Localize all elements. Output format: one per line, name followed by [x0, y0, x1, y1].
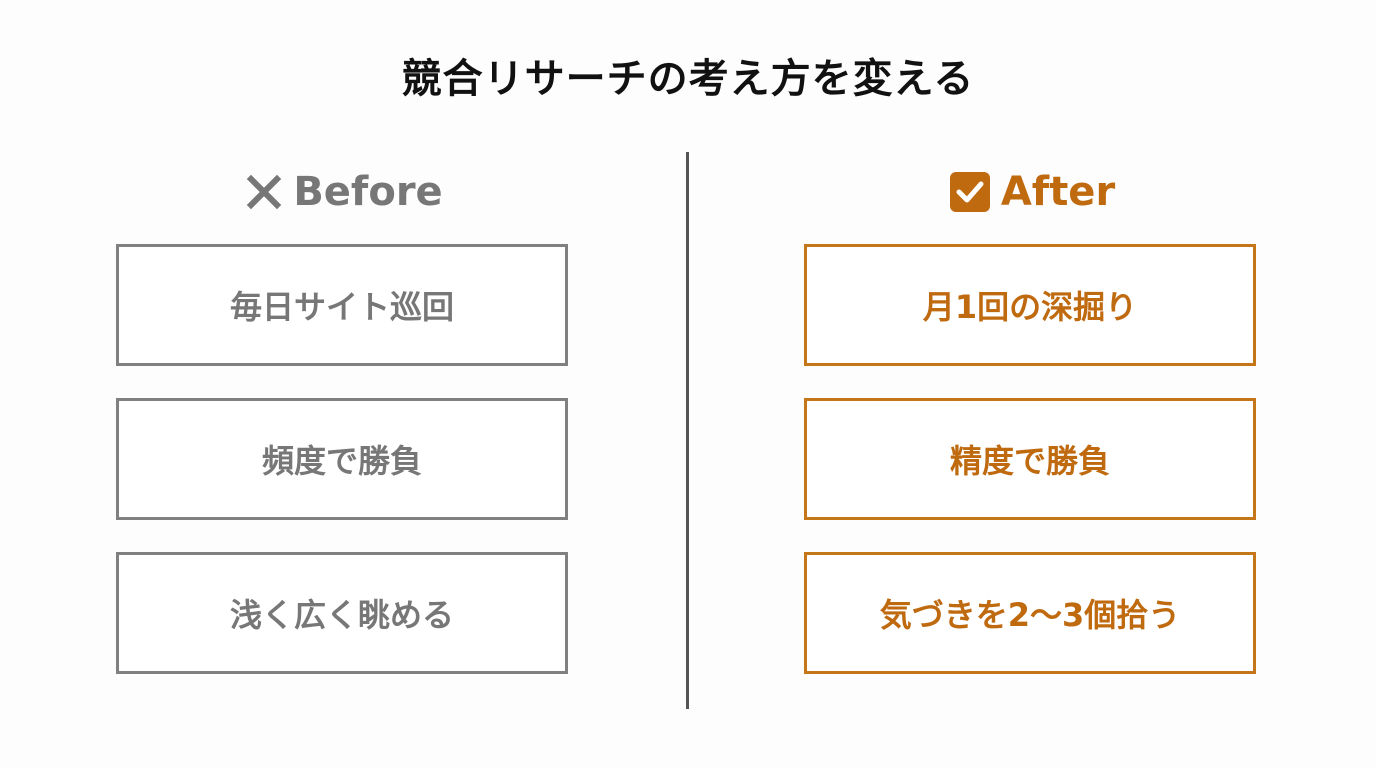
after-item-label: 月1回の深掘り [922, 288, 1138, 326]
before-item-box: 頻度で勝負 [116, 398, 568, 520]
after-item-box: 気づきを2〜3個拾う [804, 552, 1256, 674]
before-item-label: 毎日サイト巡回 [229, 288, 454, 326]
before-item-box: 浅く広く眺める [116, 552, 568, 674]
before-label: Before [293, 169, 443, 215]
after-header: After [804, 166, 1260, 218]
before-item-label: 浅く広く眺める [229, 596, 454, 634]
column-divider [686, 152, 689, 709]
after-item-box: 月1回の深掘り [804, 244, 1256, 366]
checkbox-checked-icon [949, 171, 991, 213]
page-title: 競合リサーチの考え方を変える [401, 56, 975, 102]
x-mark-icon [245, 173, 283, 211]
before-item-box: 毎日サイト巡回 [116, 244, 568, 366]
after-item-box: 精度で勝負 [804, 398, 1256, 520]
before-header: Before [116, 166, 572, 218]
after-label: After [1000, 169, 1116, 215]
after-item-label: 精度で勝負 [949, 442, 1110, 480]
before-item-label: 頻度で勝負 [261, 442, 422, 480]
after-item-label: 気づきを2〜3個拾う [879, 596, 1181, 634]
